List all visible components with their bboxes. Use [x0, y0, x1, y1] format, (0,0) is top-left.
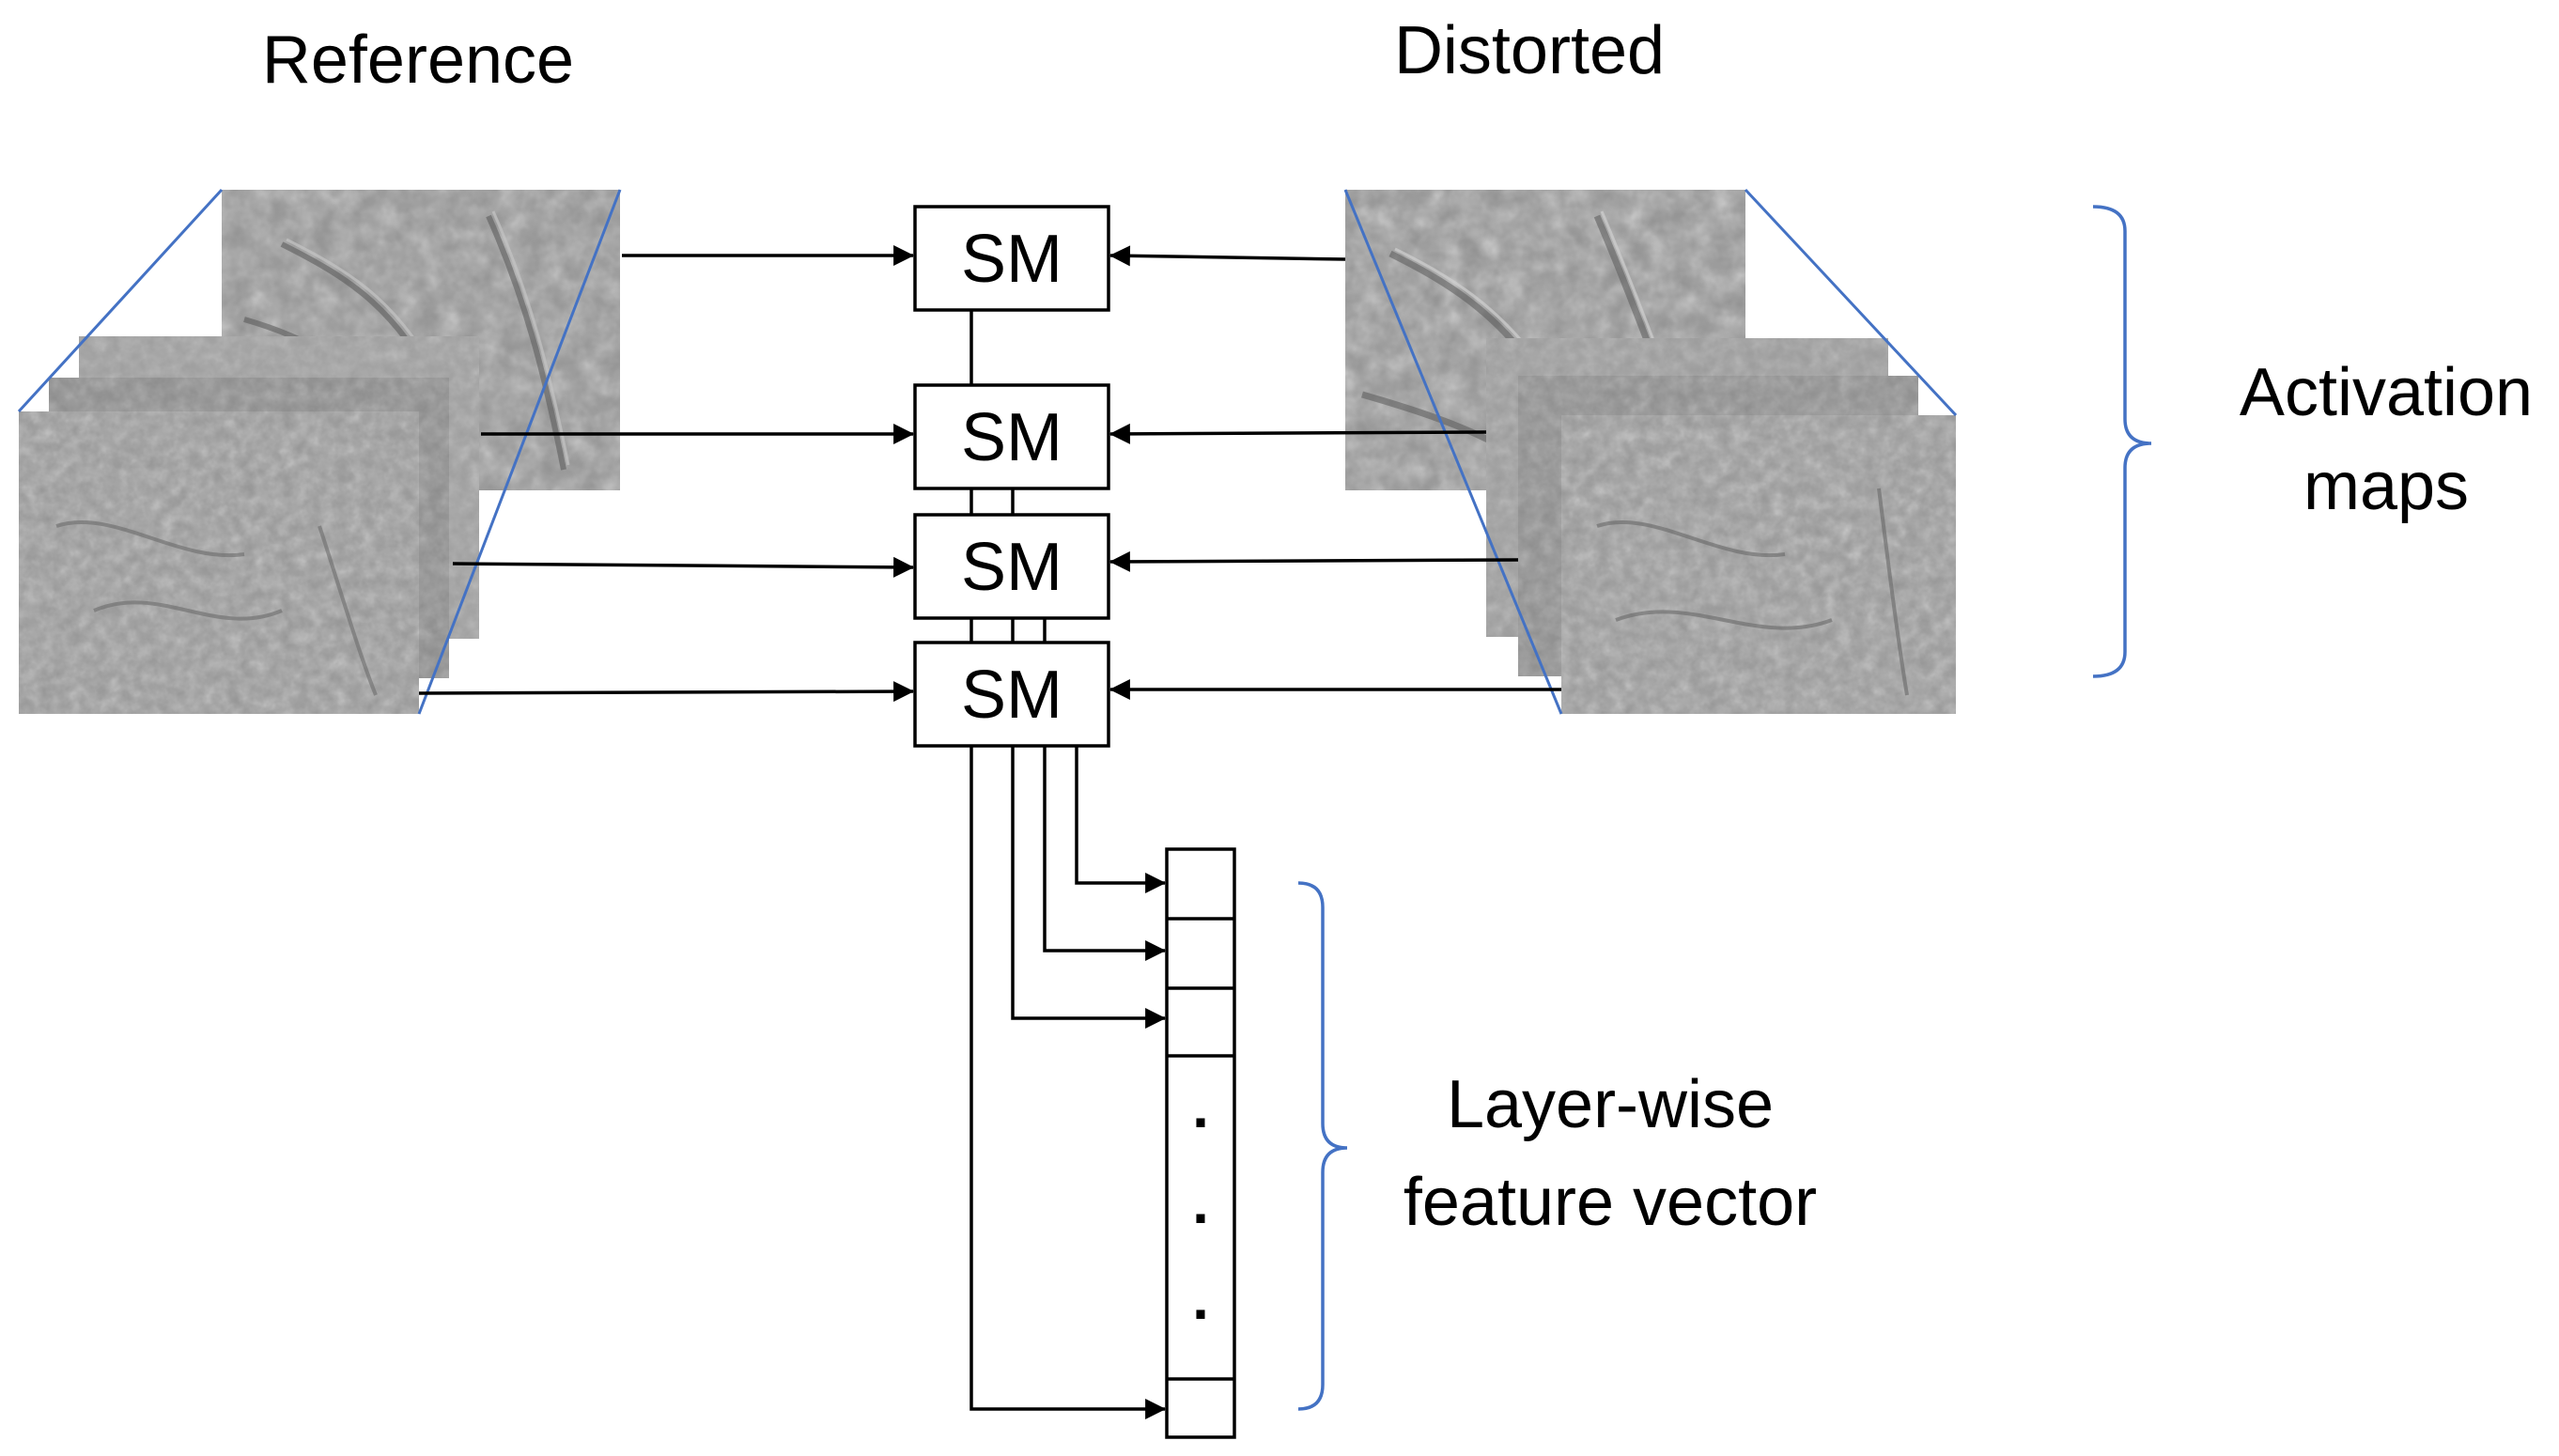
distorted-arrow-1: [1109, 245, 1346, 267]
feature-vector-label-line2: feature vector: [1404, 1165, 1817, 1240]
distorted-arrow-2: [1109, 423, 1487, 444]
sm-block-1: SM: [913, 205, 1110, 312]
reference-arrow-3: [452, 556, 915, 578]
vector-arrow-3: [1011, 746, 1167, 1029]
activation-maps-label-line2: maps: [2303, 449, 2469, 524]
feature-vector: . . .: [1165, 847, 1236, 1439]
reference-perspective-line-bottom: [417, 189, 622, 715]
vector-arrow-1: [1075, 746, 1167, 893]
reference-map-stack: [17, 188, 622, 715]
reference-perspective-line-top: [17, 188, 224, 413]
sm-block-2: SM: [913, 383, 1110, 490]
vector-arrow-4: [969, 746, 1167, 1419]
reference-arrow-4: [418, 681, 915, 703]
sm-block-4: SM: [913, 641, 1110, 748]
distorted-perspective-line-top: [1744, 188, 1958, 417]
sm-label: SM: [961, 222, 1062, 297]
activation-maps-bracket: [2092, 205, 2152, 678]
vector-arrow-2: [1043, 746, 1167, 961]
vector-ellipsis-dot: .: [1192, 1169, 1209, 1236]
sm-label: SM: [961, 658, 1062, 733]
reference-heading: Reference: [262, 23, 574, 98]
sm-connectors: [969, 310, 1047, 643]
distorted-heading: Distorted: [1394, 13, 1665, 88]
distorted-arrow-3: [1109, 550, 1519, 572]
vector-ellipsis-dot: .: [1192, 1073, 1209, 1140]
feature-vector-bracket: [1297, 881, 1348, 1411]
feature-vector-label-line1: Layer-wise: [1447, 1067, 1774, 1142]
activation-maps-label-line1: Activation: [2240, 355, 2533, 430]
vector-ellipsis-dot: .: [1192, 1264, 1209, 1332]
sm-label: SM: [961, 400, 1062, 475]
distorted-map-stack: [1343, 188, 1958, 715]
sm-block-3: SM: [913, 513, 1110, 620]
distorted-perspective-line-bottom: [1343, 189, 1563, 715]
sm-label: SM: [961, 530, 1062, 605]
